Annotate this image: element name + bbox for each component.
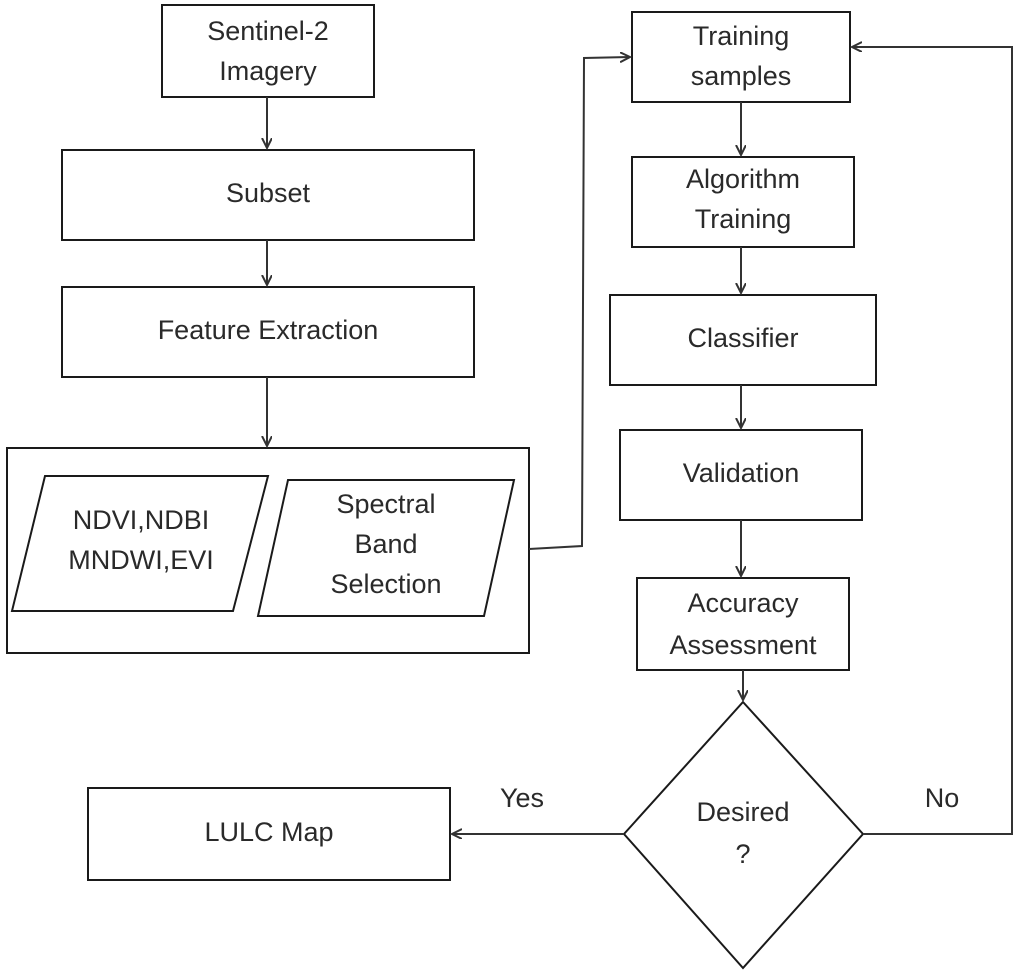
node-validation-label: Validation <box>683 458 800 488</box>
node-sentinel: Sentinel-2 Imagery <box>161 4 375 98</box>
node-desired-line-2: ? <box>735 839 750 869</box>
node-validation: Validation <box>619 429 863 521</box>
node-indices-line-1: NDVI,NDBI <box>73 505 210 535</box>
edge-label-no: No <box>925 783 960 813</box>
node-desired: Desired ? <box>622 700 865 970</box>
node-training-samples: Training samples <box>631 11 851 103</box>
node-accuracy: Accuracy Assessment <box>636 577 850 671</box>
node-lulc: LULC Map <box>87 787 451 881</box>
node-algorithm-training: Algorithm Training <box>631 156 855 248</box>
node-sentinel-line-2: Imagery <box>219 56 317 86</box>
node-subset-label: Subset <box>226 178 311 208</box>
node-algorithm-training-line-2: Training <box>695 204 792 234</box>
arrow-group-to-training <box>528 57 630 550</box>
arrow-desired-no-to-training <box>852 47 1013 835</box>
node-spectral-line-2: Band <box>354 529 417 559</box>
node-algorithm-training-line-1: Algorithm <box>686 164 800 194</box>
node-feature-extraction: Feature Extraction <box>61 286 475 378</box>
node-lulc-label: LULC Map <box>204 817 333 847</box>
node-classifier: Classifier <box>609 294 877 386</box>
node-sentinel-line-1: Sentinel-2 <box>207 16 329 46</box>
node-indices: NDVI,NDBI MNDWI,EVI <box>10 475 270 612</box>
node-training-samples-line-2: samples <box>691 61 792 91</box>
node-classifier-label: Classifier <box>687 323 798 353</box>
node-desired-line-1: Desired <box>696 797 789 827</box>
node-indices-line-2: MNDWI,EVI <box>68 545 214 575</box>
node-subset: Subset <box>61 149 475 241</box>
node-training-samples-line-1: Training <box>693 21 790 51</box>
node-spectral: Spectral Band Selection <box>256 479 516 617</box>
edge-label-yes: Yes <box>500 783 544 813</box>
node-accuracy-line-1: Accuracy <box>687 588 799 618</box>
node-feature-extraction-label: Feature Extraction <box>158 315 379 345</box>
node-spectral-line-1: Spectral <box>336 489 435 519</box>
node-accuracy-line-2: Assessment <box>669 630 817 660</box>
node-spectral-line-3: Selection <box>330 569 441 599</box>
